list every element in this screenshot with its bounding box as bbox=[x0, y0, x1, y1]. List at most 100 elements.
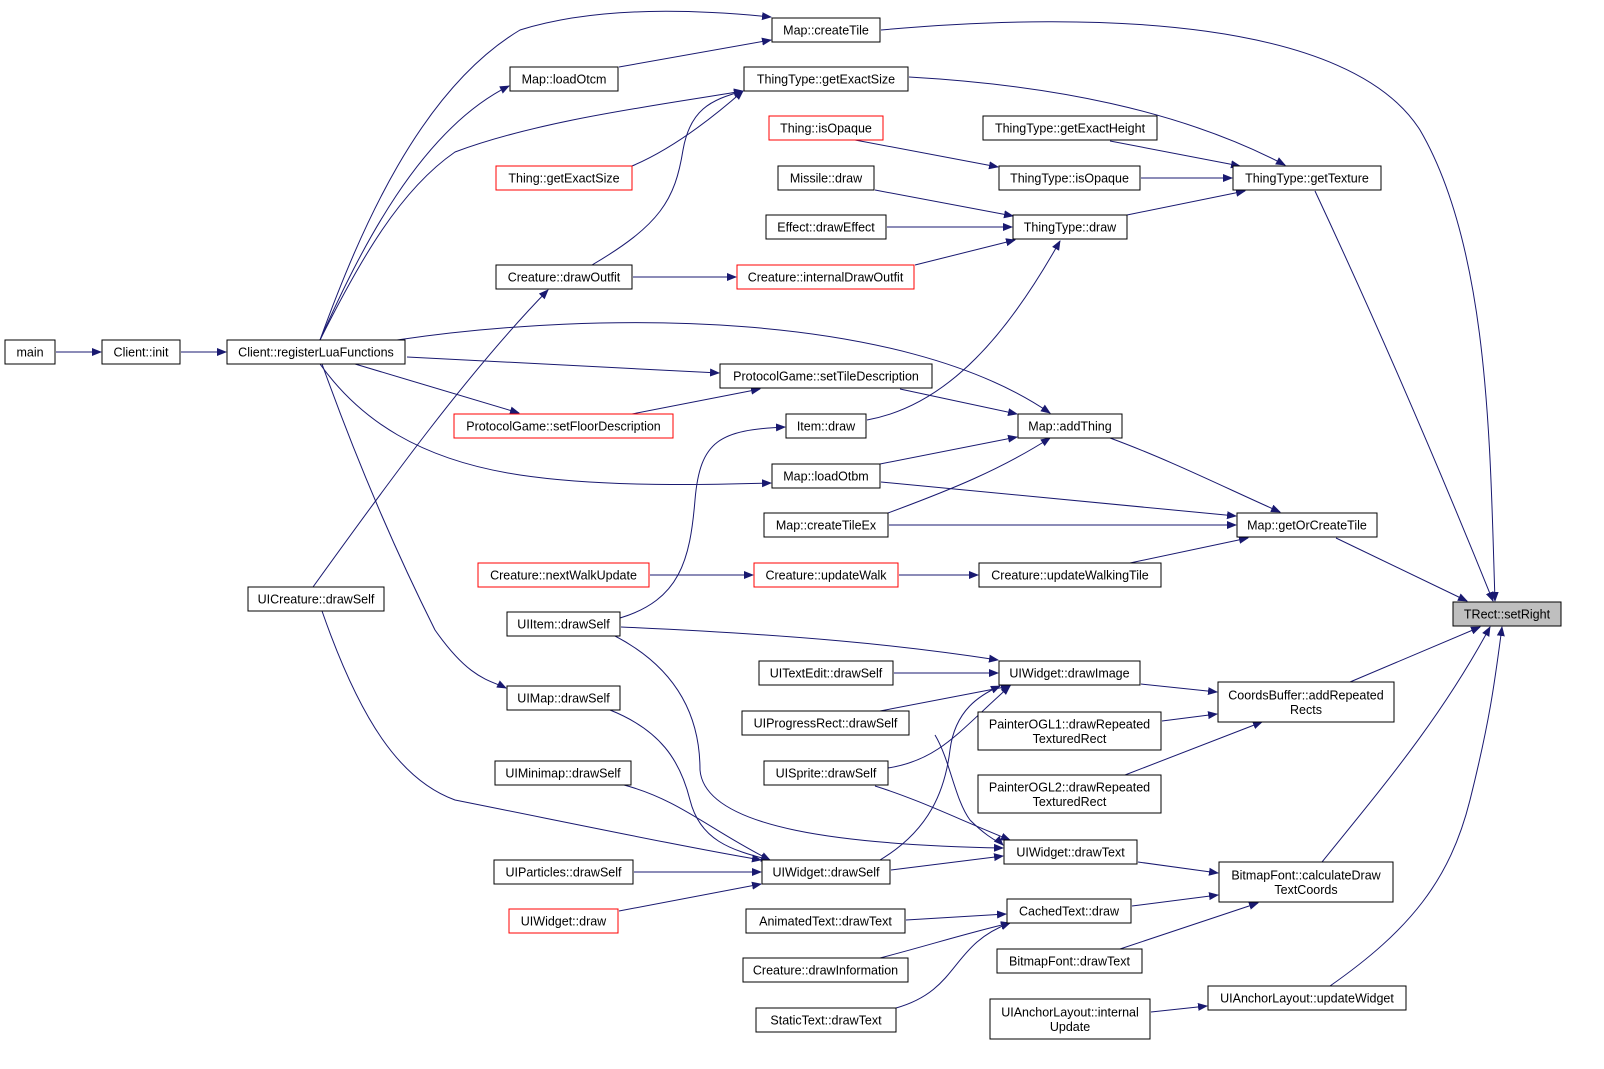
node-label: CoordsBuffer::addRepeated bbox=[1228, 688, 1383, 702]
node-uimap-drawSelf[interactable]: UIMap::drawSelf bbox=[506, 685, 621, 711]
node-label: TRect::setRight bbox=[1464, 608, 1551, 622]
node-trect-setRight[interactable]: TRect::setRight bbox=[1452, 601, 1562, 627]
node-label: UIParticles::drawSelf bbox=[505, 866, 622, 880]
node-map-addThing[interactable]: Map::addThing bbox=[1017, 413, 1123, 439]
node-animatedtext-drawText[interactable]: AnimatedText::drawText bbox=[745, 908, 906, 934]
edge-creature_updateWalkingTile-to-map_getOrCreateTile bbox=[1129, 535, 1249, 564]
node-tt-getExactHeight[interactable]: ThingType::getExactHeight bbox=[982, 115, 1158, 141]
node-thing-isOpaque[interactable]: Thing::isOpaque bbox=[768, 115, 884, 141]
node-uianchorlayout-updateWidget[interactable]: UIAnchorLayout::updateWidget bbox=[1207, 985, 1407, 1011]
edge-uicreature_drawSelf-to-uiwidget_drawSelf bbox=[321, 610, 762, 863]
node-client-reg[interactable]: Client::registerLuaFunctions bbox=[226, 339, 406, 365]
node-cachedtext-draw[interactable]: CachedText::draw bbox=[1006, 898, 1132, 924]
node-main[interactable]: main bbox=[4, 339, 56, 365]
node-effect-drawEffect[interactable]: Effect::drawEffect bbox=[765, 214, 887, 240]
node-creature-updateWalkingTile[interactable]: Creature::updateWalkingTile bbox=[978, 562, 1162, 588]
node-uiminimap-drawSelf[interactable]: UIMinimap::drawSelf bbox=[494, 760, 632, 786]
node-box bbox=[978, 562, 1162, 588]
node-label: Thing::getExactSize bbox=[508, 172, 619, 186]
edge-uiwidget_drawSelf-to-uiwidget_drawImage bbox=[879, 685, 1001, 861]
node-box bbox=[741, 710, 910, 736]
node-box bbox=[998, 165, 1141, 191]
node-missile-draw[interactable]: Missile::draw bbox=[777, 165, 875, 191]
node-box bbox=[785, 413, 867, 439]
node-box bbox=[998, 660, 1141, 686]
node-uiwidget-drawText[interactable]: UIWidget::drawText bbox=[1003, 839, 1138, 865]
node-creature-nextWalkUpdate[interactable]: Creature::nextWalkUpdate bbox=[477, 562, 650, 588]
node-tt-draw[interactable]: ThingType::draw bbox=[1012, 214, 1128, 240]
node-creature-drawInformation[interactable]: Creature::drawInformation bbox=[742, 957, 909, 983]
node-label: UICreature::drawSelf bbox=[258, 593, 375, 607]
node-pg-setFloorDescription[interactable]: ProtocolGame::setFloorDescription bbox=[453, 413, 674, 439]
edge-client_reg-to-pg_setTileDescription bbox=[406, 356, 720, 377]
node-creature-drawOutfit[interactable]: Creature::drawOutfit bbox=[495, 264, 633, 290]
node-uiwidget-draw[interactable]: UIWidget::draw bbox=[508, 908, 619, 934]
edge-painterogl2-to-coordsbuffer_addRepeatedRects bbox=[1124, 721, 1263, 776]
nodes-layer: main Client::init Client::registerLuaFunct… bbox=[4, 17, 1562, 1040]
edge-cachedtext_draw-to-bitmapfont_calc bbox=[1131, 892, 1219, 907]
node-map-loadOtbm[interactable]: Map::loadOtbm bbox=[771, 463, 881, 489]
node-box bbox=[755, 1007, 897, 1033]
node-box bbox=[495, 165, 633, 191]
node-label: UISprite::drawSelf bbox=[776, 767, 877, 781]
node-thing-getExactSize[interactable]: Thing::getExactSize bbox=[495, 165, 633, 191]
node-statictext-drawText[interactable]: StaticText::drawText bbox=[755, 1007, 897, 1033]
edge-uiitem_drawSelf-to-uiwidget_drawImage bbox=[620, 626, 999, 663]
node-creature-updateWalk[interactable]: Creature::updateWalk bbox=[753, 562, 899, 588]
edge-creature_drawInformation-to-cachedtext_draw bbox=[879, 921, 1011, 959]
node-box bbox=[493, 859, 634, 885]
node-uiwidget-drawSelf[interactable]: UIWidget::drawSelf bbox=[761, 859, 891, 885]
node-uiparticles-drawSelf[interactable]: UIParticles::drawSelf bbox=[493, 859, 634, 885]
edge-item_draw-to-tt_draw bbox=[866, 240, 1061, 421]
edge-map_createTile-to-trect_setRight bbox=[880, 21, 1499, 602]
node-uicreature-drawSelf[interactable]: UICreature::drawSelf bbox=[247, 586, 385, 612]
edge-map_getOrCreateTile-to-trect_setRight bbox=[1335, 537, 1468, 602]
node-box bbox=[1452, 601, 1562, 627]
edge-uiwidget_drawImage-to-coordsbuffer_addRepeatedRects bbox=[1140, 683, 1218, 696]
node-uiprogressrect-drawSelf[interactable]: UIProgressRect::drawSelf bbox=[741, 710, 910, 736]
edge-client_reg-to-tt_getExactSize bbox=[319, 88, 744, 341]
node-item-draw[interactable]: Item::draw bbox=[785, 413, 867, 439]
node-map-loadOtcm[interactable]: Map::loadOtcm bbox=[509, 66, 619, 92]
node-map-getOrCreateTile[interactable]: Map::getOrCreateTile bbox=[1236, 512, 1378, 538]
node-box bbox=[247, 586, 385, 612]
node-bitmapfont-drawText[interactable]: BitmapFont::drawText bbox=[996, 948, 1143, 974]
node-box bbox=[226, 339, 406, 365]
node-tt-getTexture[interactable]: ThingType::getTexture bbox=[1232, 165, 1382, 191]
node-label: Map::loadOtcm bbox=[522, 73, 607, 87]
node-creature-internalDrawOutfit[interactable]: Creature::internalDrawOutfit bbox=[736, 264, 915, 290]
node-tt-getExactSize[interactable]: ThingType::getExactSize bbox=[743, 66, 909, 92]
node-uiwidget-drawImage[interactable]: UIWidget::drawImage bbox=[998, 660, 1141, 686]
node-box bbox=[982, 115, 1158, 141]
node-label: ThingType::draw bbox=[1024, 221, 1117, 235]
edge-client_reg-to-uimap_drawSelf bbox=[321, 363, 507, 689]
node-uiitem-drawSelf[interactable]: UIItem::drawSelf bbox=[506, 611, 621, 637]
node-box bbox=[763, 512, 889, 538]
node-label: Map::loadOtbm bbox=[783, 470, 868, 484]
node-box bbox=[758, 660, 894, 686]
node-map-createTile[interactable]: Map::createTile bbox=[771, 17, 881, 43]
node-box bbox=[477, 562, 650, 588]
node-uisprite-drawSelf[interactable]: UISprite::drawSelf bbox=[763, 760, 889, 786]
node-label: Rects bbox=[1290, 703, 1322, 717]
node-box bbox=[506, 611, 621, 637]
node-label: Creature::drawOutfit bbox=[508, 271, 621, 285]
edge-uiwidget_drawText-to-bitmapfont_calc bbox=[1137, 861, 1219, 876]
edge-creature_drawOutfit-to-tt_getExactSize bbox=[591, 89, 744, 266]
node-map-createTileEx[interactable]: Map::createTileEx bbox=[763, 512, 889, 538]
node-label: CachedText::draw bbox=[1019, 905, 1120, 919]
node-label: Creature::updateWalk bbox=[765, 569, 887, 583]
node-tt-isOpaque[interactable]: ThingType::isOpaque bbox=[998, 165, 1141, 191]
node-client-init[interactable]: Client::init bbox=[101, 339, 181, 365]
edge-client_reg-to-map_loadOtcm bbox=[319, 85, 510, 341]
node-uitextedit-drawSelf[interactable]: UITextEdit::drawSelf bbox=[758, 660, 894, 686]
node-label: UIAnchorLayout::updateWidget bbox=[1220, 992, 1394, 1006]
node-pg-setTileDescription[interactable]: ProtocolGame::setTileDescription bbox=[719, 363, 933, 389]
node-box bbox=[719, 363, 933, 389]
edge-statictext_drawText-to-cachedtext_draw bbox=[895, 922, 1011, 1009]
